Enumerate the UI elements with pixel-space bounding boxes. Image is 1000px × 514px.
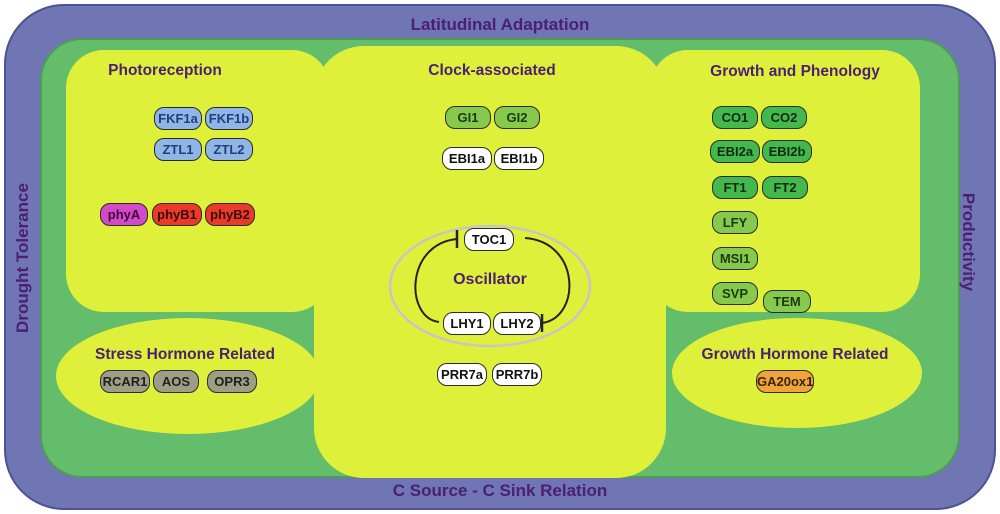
latitudinal-adaptation-label: Latitudinal Adaptation (410, 15, 590, 34)
oscillator-label: Oscillator (453, 271, 527, 288)
gene-ebi1a: EBI1a (442, 147, 492, 170)
gene-fkf1a: FKF1a (154, 107, 202, 130)
gene-ebi2a: EBI2a (710, 140, 760, 163)
inhibition-arrow-toc1-lhy (524, 237, 571, 324)
gene-phyb1: phyB1 (152, 203, 202, 226)
gene-co1: CO1 (712, 106, 758, 129)
growth-hormone-title: Growth Hormone Related (701, 346, 889, 363)
oscillator-diagram (388, 224, 592, 348)
gene-ztl1: ZTL1 (154, 138, 202, 161)
gene-ebi2b: EBI2b (762, 140, 812, 163)
gene-tem: TEM (763, 290, 811, 313)
gene-ga20ox1: GA20ox1 (756, 370, 814, 393)
gene-fkf1b: FKF1b (205, 107, 253, 130)
gene-ft1: FT1 (712, 176, 758, 199)
productivity-label: Productivity (959, 192, 978, 292)
gene-ztl2: ZTL2 (205, 138, 253, 161)
stress-hormone-title: Stress Hormone Related (94, 346, 276, 363)
gene-aos: AOS (153, 370, 199, 393)
gene-gi2: GI2 (494, 106, 540, 129)
clock-associated-title: Clock-associated (428, 62, 556, 79)
gene-phya: phyA (100, 203, 148, 226)
photoreception-region (66, 50, 330, 312)
gene-lfy: LFY (712, 211, 758, 234)
gene-prr7b: PRR7b (492, 363, 542, 386)
oscillator-ellipse (388, 224, 592, 348)
growth-phenology-title: Growth and Phenology (710, 63, 880, 80)
inhibition-arrow-lhy-toc1 (414, 238, 458, 323)
gene-prr7a: PRR7a (437, 363, 487, 386)
c-source-sink-label: C Source - C Sink Relation (392, 481, 608, 500)
gene-opr3: OPR3 (207, 370, 257, 393)
gene-toc1: TOC1 (464, 228, 514, 251)
gene-gi1: GI1 (445, 106, 491, 129)
gene-msi1: MSI1 (712, 247, 758, 270)
gene-ft2: FT2 (762, 176, 808, 199)
gene-lhy1: LHY1 (443, 312, 491, 335)
gene-rcar1: RCAR1 (100, 370, 150, 393)
gene-phyb2: phyB2 (205, 203, 255, 226)
gene-ebi1b: EBI1b (494, 147, 544, 170)
gene-svp: SVP (712, 282, 758, 305)
gene-co2: CO2 (761, 106, 807, 129)
drought-tolerance-label: Drought Tolerance (13, 183, 32, 333)
photoreception-title: Photoreception (108, 62, 222, 79)
gene-lhy2: LHY2 (493, 312, 541, 335)
